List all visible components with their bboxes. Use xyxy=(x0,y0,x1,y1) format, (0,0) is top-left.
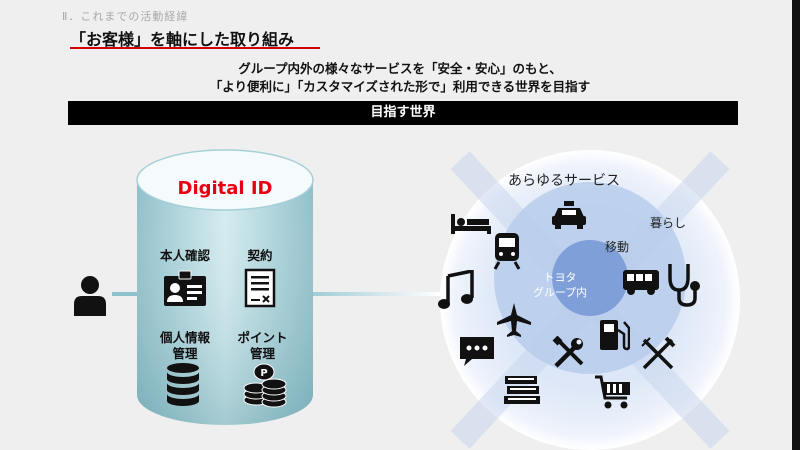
connector-person-to-id xyxy=(112,292,140,296)
coins-icon: P xyxy=(243,363,287,408)
stethoscope-icon xyxy=(668,264,700,307)
airplane-icon xyxy=(497,303,531,337)
services-title: あらゆるサービス xyxy=(508,173,620,189)
subtitle-line-2: 「より便利に」「カスタマイズされた形で」利用できる世界を目指す xyxy=(209,79,591,94)
ring-label-mobility: 移動 xyxy=(605,240,630,254)
bus-icon xyxy=(623,270,659,295)
id-card-icon xyxy=(164,270,206,306)
books-icon xyxy=(504,376,540,404)
train-icon xyxy=(493,233,521,270)
connector-id-to-services xyxy=(310,292,440,296)
feature-points-label: ポイント 管理 xyxy=(237,330,288,361)
services-rings xyxy=(440,150,740,450)
feature-contract-label: 契約 xyxy=(247,248,273,263)
music-icon xyxy=(438,270,474,309)
person-icon xyxy=(74,276,106,316)
shopping-cart-icon xyxy=(595,375,630,409)
fuel-pump-icon xyxy=(600,320,630,351)
bed-icon xyxy=(451,214,491,234)
subtitle-line-1: グループ内外の様々なサービスを「安全・安心」のもと、 xyxy=(238,61,562,76)
ring-label-living: 暮らし xyxy=(650,216,687,230)
screen-edge xyxy=(792,0,800,450)
dining-icon xyxy=(641,336,676,370)
chat-icon xyxy=(460,337,494,366)
section-label: Ⅱ．これまでの活動経緯 xyxy=(62,10,189,23)
ring-center-label: トヨタ グループ内 xyxy=(532,271,588,299)
taxi-icon xyxy=(552,201,586,229)
tools-icon xyxy=(552,336,584,368)
title-underline xyxy=(70,47,320,49)
svg-text:P: P xyxy=(260,368,267,379)
contract-document-icon xyxy=(244,268,276,308)
database-icon xyxy=(167,363,199,406)
digital-id-title: Digital ID xyxy=(177,178,273,199)
page-title: 「お客様」を軸にした取り組み xyxy=(70,30,295,49)
goal-banner: 目指す世界 xyxy=(68,101,738,125)
feature-identity-label: 本人確認 xyxy=(159,248,210,263)
feature-personal-info-label: 個人情報 管理 xyxy=(159,330,210,361)
